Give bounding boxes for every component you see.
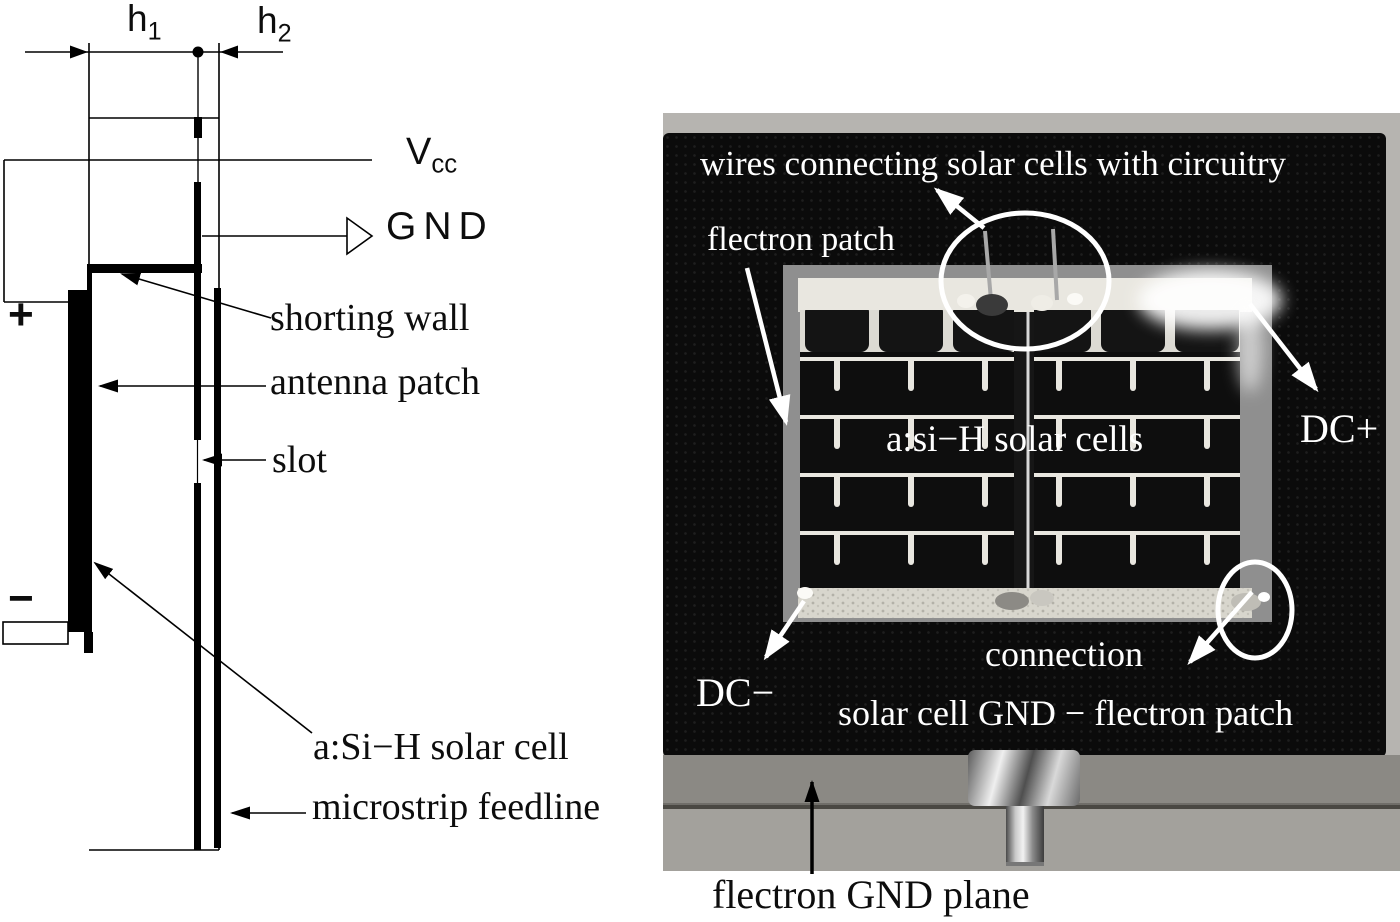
connection-label-line1: connection: [985, 634, 1143, 674]
cells-left-column: [800, 357, 1014, 588]
antenna-patch-label: antenna patch: [270, 361, 480, 403]
dc-minus-arrow: [763, 599, 806, 661]
ground-plane-lower: [194, 483, 201, 850]
shorting-wall-label: shorting wall: [270, 297, 470, 339]
vcc-label: Vcc: [406, 131, 458, 179]
leader-arrows: [93, 272, 313, 820]
dc-plus-label: DC+: [1300, 406, 1379, 451]
feedline-label: microstrip feedline: [312, 786, 601, 828]
slot-label: slot: [272, 439, 327, 481]
wires-arrow: [933, 187, 986, 230]
antenna-patch-layer: [87, 264, 92, 653]
feedline-layer: [214, 288, 221, 848]
cells-right-column: [1034, 357, 1240, 588]
sma-connector-flange: [968, 750, 1080, 806]
dc-plus-arrow: [1248, 302, 1319, 393]
solar-cell-label: a:Si−H solar cell: [313, 726, 569, 768]
gnd-plane-label: flectron GND plane: [712, 872, 1030, 917]
connection-arrow: [1187, 590, 1254, 665]
solar-wire-left: [983, 230, 993, 301]
dim-h1-label: h1: [127, 0, 162, 46]
dim-h2-label: h2: [257, 0, 292, 48]
solar-wire-right: [1051, 228, 1059, 301]
minus-sign: −: [8, 574, 34, 623]
flectron-patch-label: flectron patch: [707, 221, 895, 258]
solar-cells-label: a:si−H solar cells: [886, 419, 1144, 460]
connection-label-line2: solar cell GND − flectron patch: [838, 693, 1294, 733]
layer-stack: [68, 117, 221, 851]
shorting-wall-bar: [88, 264, 202, 273]
gnd-label: GND: [386, 205, 494, 248]
gnd-triangle-icon: [346, 216, 374, 256]
dc-minus-label: DC−: [696, 670, 775, 715]
solar-cell-bar: [68, 290, 88, 632]
flectron-patch-arrow: [744, 267, 791, 426]
sma-connector-barrel: [1006, 806, 1044, 866]
plus-sign: +: [8, 290, 34, 339]
ground-plane-upper: [194, 182, 201, 440]
wires-label: wires connecting solar cells with circui…: [700, 144, 1287, 183]
minus-terminal-tab: [2, 621, 69, 645]
wires-circle-annotation: [938, 210, 1112, 352]
connection-ellipse-annotation: [1215, 559, 1295, 661]
supply-wires: [2, 159, 374, 645]
